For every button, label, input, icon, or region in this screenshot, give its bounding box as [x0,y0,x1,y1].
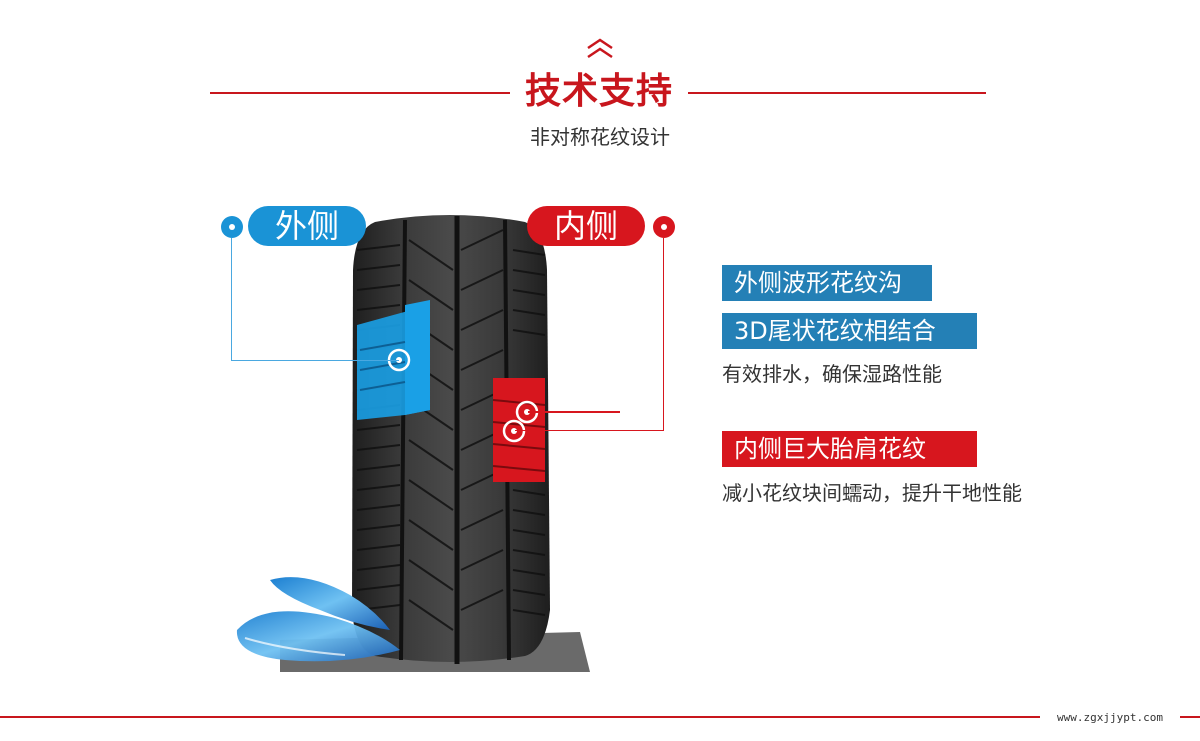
watermark: www.zgxjjypt.com [1040,710,1180,726]
outer-leader-line [231,238,232,361]
header-rule-left [210,92,510,94]
inner-leader-line-h2 [528,411,620,413]
feature-desc-dry: 减小花纹块间蠕动，提升干地性能 [722,481,1022,505]
page-title: 技术支持 [524,71,673,112]
double-chevron-up-icon [587,38,613,59]
inner-leader-line [663,238,664,431]
page-subtitle: 非对称花纹设计 [530,125,670,149]
outer-side-label: 外侧 [248,206,366,246]
feature-desc-drainage: 有效排水，确保湿路性能 [722,362,942,386]
feature-tag-inner-shoulder: 内侧巨大胎肩花纹 [722,431,977,467]
feature-tag-3d-tail: 3D尾状花纹相结合 [722,313,977,349]
inner-marker-dot [653,216,675,238]
footer-rule [0,716,1200,718]
water-splash-icon [236,577,400,662]
inner-leader-line-h [515,430,664,431]
tyre-illustration [236,215,590,672]
feature-tag-outer-wave: 外侧波形花纹沟 [722,265,932,301]
inner-side-label: 内侧 [527,206,645,246]
outer-marker-dot [221,216,243,238]
header-rule-right [688,92,986,94]
outer-leader-line-h [231,360,399,361]
